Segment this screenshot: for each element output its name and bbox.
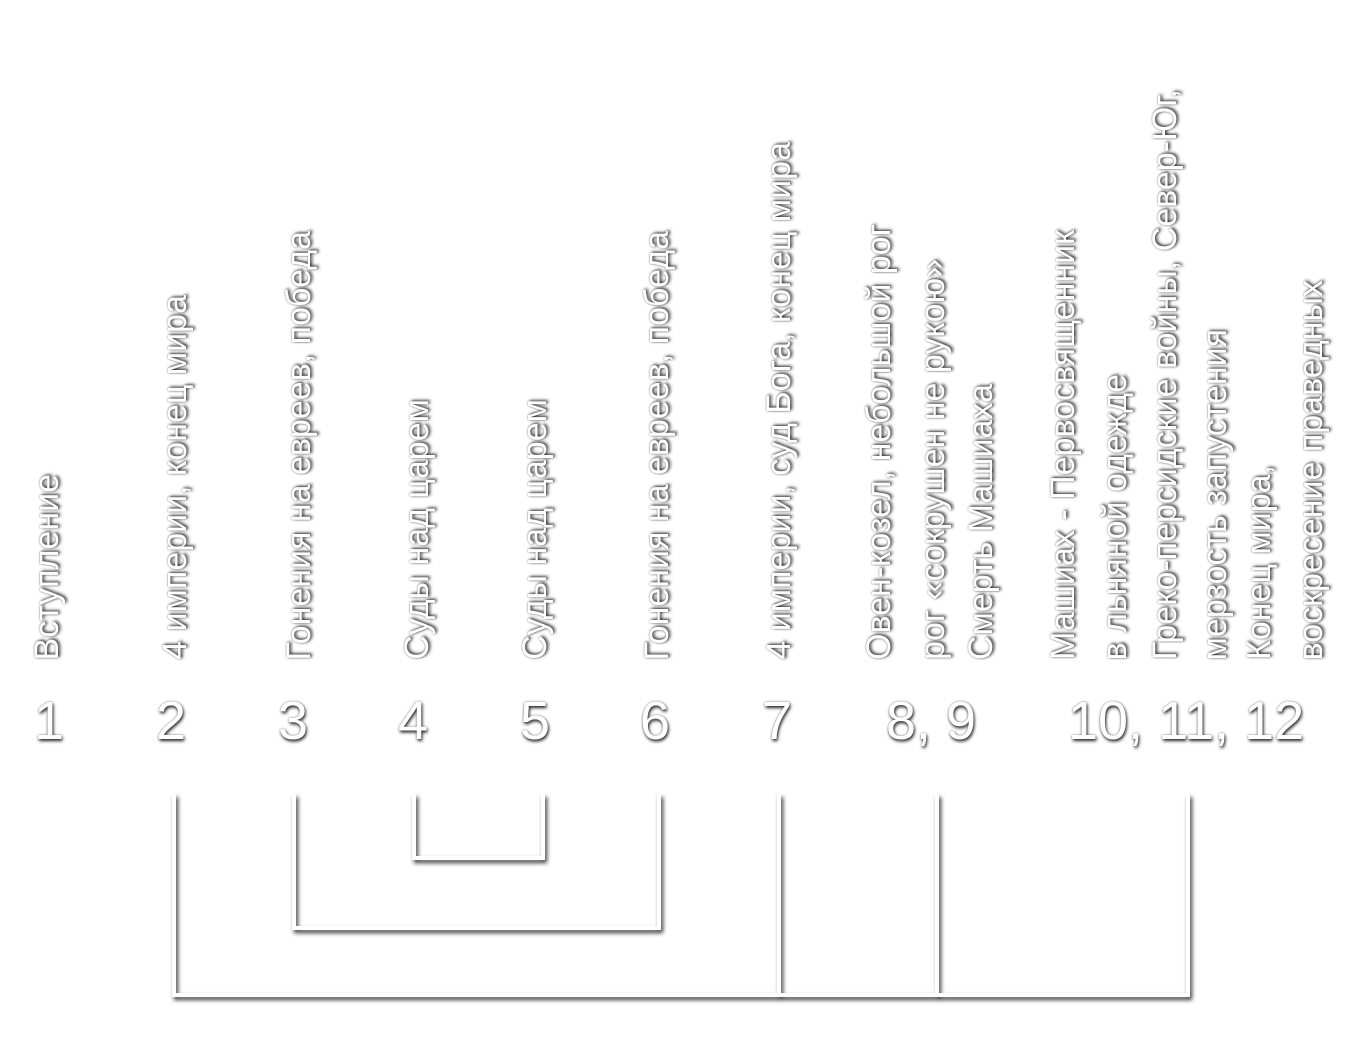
chapter-number-1: 1 xyxy=(34,691,65,751)
chapter-number-7: 7 xyxy=(762,691,793,751)
chapter-number-3: 3 xyxy=(278,691,309,751)
bracket-3-6 xyxy=(292,794,661,930)
chapter-number-4: 4 xyxy=(398,691,429,751)
chapter-number-2: 2 xyxy=(156,691,187,751)
chapter-number-6: 6 xyxy=(640,691,671,751)
chapter-number-8-9: 8, 9 xyxy=(886,691,977,751)
bracket-4-5 xyxy=(412,794,545,860)
chapter-number-5: 5 xyxy=(520,691,551,751)
bracket-2-12 xyxy=(172,794,1190,997)
chapter-number-10-11-12: 10, 11, 12 xyxy=(1068,691,1305,751)
